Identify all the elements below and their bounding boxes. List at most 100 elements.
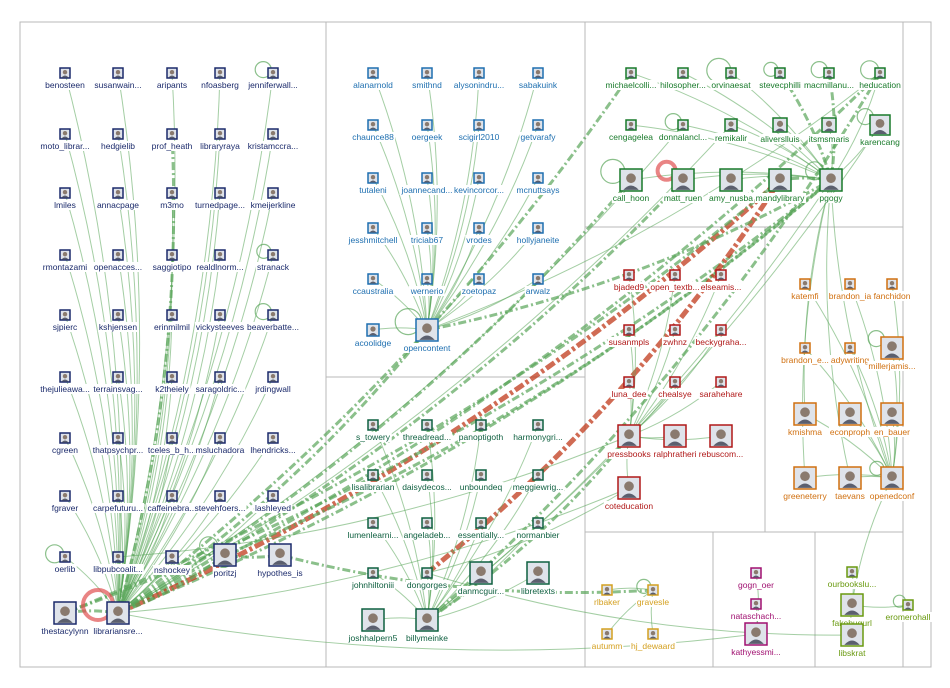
node-eromerohall[interactable]: eromerohall xyxy=(884,599,932,622)
node-dongorges[interactable]: dongorges xyxy=(405,567,449,590)
node-meggiewrig[interactable]: meggiewrig... xyxy=(511,469,565,492)
node-cgreen[interactable]: cgreen xyxy=(51,432,80,455)
node-openaccess[interactable]: openacces... xyxy=(92,249,144,272)
node-saragoldric[interactable]: saragoldric... xyxy=(194,371,246,394)
node-cengagelea[interactable]: cengagelea xyxy=(608,119,655,142)
node-millerjamis[interactable]: millerjamis... xyxy=(867,336,917,371)
node-s_towery[interactable]: s_towery xyxy=(354,419,392,442)
node-stevehfoers[interactable]: stevehfoers... xyxy=(193,490,247,513)
node-rlbaker[interactable]: rlbaker xyxy=(593,584,622,607)
node-thatpsychpr[interactable]: thatpsychpr... xyxy=(91,432,145,455)
node-michaelcolli[interactable]: michaelcolli... xyxy=(604,67,658,90)
node-wernerio[interactable]: wernerio xyxy=(408,273,445,296)
node-caffeinebra[interactable]: caffeinebra... xyxy=(146,490,198,513)
node-libraryraya[interactable]: libraryraya xyxy=(199,128,242,151)
node-annacpage[interactable]: annacpage xyxy=(95,187,141,210)
node-hj_dewaard[interactable]: hj_dewaard xyxy=(630,628,677,651)
node-joannecand[interactable]: joannecand... xyxy=(399,172,454,195)
node-kmeijerkline[interactable]: kmeijerkline xyxy=(249,187,297,210)
node-orvinaesat[interactable]: orvinaesat xyxy=(710,67,753,90)
node-aripants[interactable]: aripants xyxy=(155,67,189,90)
node-libpubcoalit[interactable]: libpubcoalit... xyxy=(92,551,144,574)
node-alysonindru[interactable]: alysonindru... xyxy=(452,67,506,90)
node-tutaleni[interactable]: tutaleni xyxy=(358,172,388,195)
node-johnhiltoniii[interactable]: johnhiltoniii xyxy=(349,567,396,590)
node-pgogy[interactable]: pgogy xyxy=(818,168,845,203)
node-poritzj[interactable]: poritzj xyxy=(212,543,238,578)
node-fgraver[interactable]: fgraver xyxy=(50,490,80,513)
node-ralphratheri[interactable]: ralphratheri xyxy=(652,424,698,459)
node-hypothes_is[interactable]: hypothes_is xyxy=(256,543,304,578)
node-angeladeb[interactable]: angeladeb... xyxy=(402,517,452,540)
node-jesshmitchell[interactable]: jesshmitchell xyxy=(346,222,399,245)
node-lisalibrarian[interactable]: lisalibrarian xyxy=(350,469,396,492)
node-brandon_e[interactable]: brandon_e... xyxy=(780,342,830,365)
node-gogn_oer[interactable]: gogn_oer xyxy=(737,567,776,590)
node-panoptigoth[interactable]: panoptigoth xyxy=(457,419,505,442)
node-jenniferwall[interactable]: jenniferwall... xyxy=(246,67,299,90)
node-chealsye[interactable]: chealsye xyxy=(657,376,694,399)
node-daisydecos[interactable]: daisydecos... xyxy=(401,469,453,492)
node-threadread[interactable]: threadread... xyxy=(401,419,453,442)
node-unboundeq[interactable]: unboundeq xyxy=(458,469,504,492)
node-gravesle[interactable]: gravesle xyxy=(635,584,671,607)
node-joshhalpern5[interactable]: joshhalpern5 xyxy=(346,608,399,643)
node-danmcguir[interactable]: danmcguir... xyxy=(456,561,506,596)
node-m3mo[interactable]: m3mo xyxy=(159,187,186,210)
node-donnalancl[interactable]: donnalancl... xyxy=(657,119,709,142)
node-vickysteeves[interactable]: vickysteeves xyxy=(194,309,246,332)
node-lmiles[interactable]: lmiles xyxy=(53,187,77,210)
node-saggiotipo[interactable]: saggiotipo xyxy=(151,249,193,272)
node-coteducation[interactable]: coteducation xyxy=(603,476,655,511)
node-arwalz[interactable]: arwalz xyxy=(524,273,552,296)
node-taevans[interactable]: taevans xyxy=(834,466,866,501)
node-bjaded9[interactable]: bjaded9 xyxy=(612,269,646,292)
node-call_hoon[interactable]: call_hoon xyxy=(611,168,651,203)
node-opencontent[interactable]: opencontent xyxy=(402,318,453,353)
node-libretexts[interactable]: libretexts xyxy=(519,561,557,596)
node-sjpierc[interactable]: sjpierc xyxy=(51,309,80,332)
node-econproph[interactable]: econproph xyxy=(828,402,872,437)
node-carpefuturu[interactable]: carpefuturu... xyxy=(91,490,145,513)
node-lashleyed[interactable]: lashleyed xyxy=(254,490,293,513)
node-tceles_b_h[interactable]: tceles_b_h... xyxy=(146,432,198,455)
node-hedgielib[interactable]: hedgielib xyxy=(99,128,137,151)
node-beckygraha[interactable]: beckygraha... xyxy=(694,324,748,347)
node-oerlib[interactable]: oerlib xyxy=(53,551,77,574)
node-acoolidge[interactable]: acoolidge xyxy=(353,323,393,348)
node-turnedpage[interactable]: turnedpage... xyxy=(193,187,247,210)
node-mandylibrary[interactable]: mandylibrary xyxy=(754,168,807,203)
node-sarahehare[interactable]: sarahehare xyxy=(698,376,744,399)
node-libskrat[interactable]: libskrat xyxy=(837,623,868,658)
node-getvarafy[interactable]: getvarafy xyxy=(519,119,558,142)
node-oergeek[interactable]: oergeek xyxy=(410,119,445,142)
node-moto_librar[interactable]: moto_librar... xyxy=(39,128,91,151)
node-rebuscom[interactable]: rebuscom... xyxy=(697,424,745,459)
node-remikalir[interactable]: remikalir xyxy=(713,118,749,143)
node-hollyjaneite[interactable]: hollyjaneite xyxy=(515,222,561,245)
node-realdlnorm[interactable]: realdlnorm... xyxy=(195,249,245,272)
node-luna_dee[interactable]: luna_dee xyxy=(610,376,648,399)
node-macmillanu[interactable]: macmillanu... xyxy=(802,67,856,90)
node-essentially[interactable]: essentially... xyxy=(456,517,506,540)
node-pressbooks[interactable]: pressbooks xyxy=(606,424,652,459)
node-lhendricks[interactable]: lhendricks... xyxy=(249,432,297,455)
node-elseamis[interactable]: elseamis... xyxy=(699,269,743,292)
node-heducation[interactable]: heducation xyxy=(858,67,903,90)
node-matt_ruen[interactable]: matt_ruen xyxy=(662,168,704,203)
node-triciab67[interactable]: triciab67 xyxy=(409,222,445,245)
node-thejulieawa[interactable]: thejulieawa... xyxy=(39,371,91,394)
node-billymeinke[interactable]: billymeinke xyxy=(404,608,450,643)
node-amy_nusba[interactable]: amy_nusba xyxy=(708,168,755,203)
node-rmontazami[interactable]: rmontazami xyxy=(41,249,89,272)
node-lumenlearni[interactable]: lumenlearni... xyxy=(346,517,400,540)
node-kevincorcor[interactable]: kevincorcor... xyxy=(452,172,506,195)
node-thestacylynn[interactable]: thestacylynn xyxy=(40,601,90,636)
node-stranack[interactable]: stranack xyxy=(255,249,291,272)
node-aliverslluis[interactable]: aliverslluis xyxy=(759,117,801,144)
node-stevecphilli[interactable]: stevecphilli xyxy=(758,67,802,90)
node-open_textb[interactable]: open_textb... xyxy=(649,269,701,292)
node-alanarnold[interactable]: alanarnold xyxy=(352,67,395,90)
node-fakebug[interactable]: fakebugurl xyxy=(831,593,873,628)
node-chaunce88[interactable]: chaunce88 xyxy=(351,119,396,142)
